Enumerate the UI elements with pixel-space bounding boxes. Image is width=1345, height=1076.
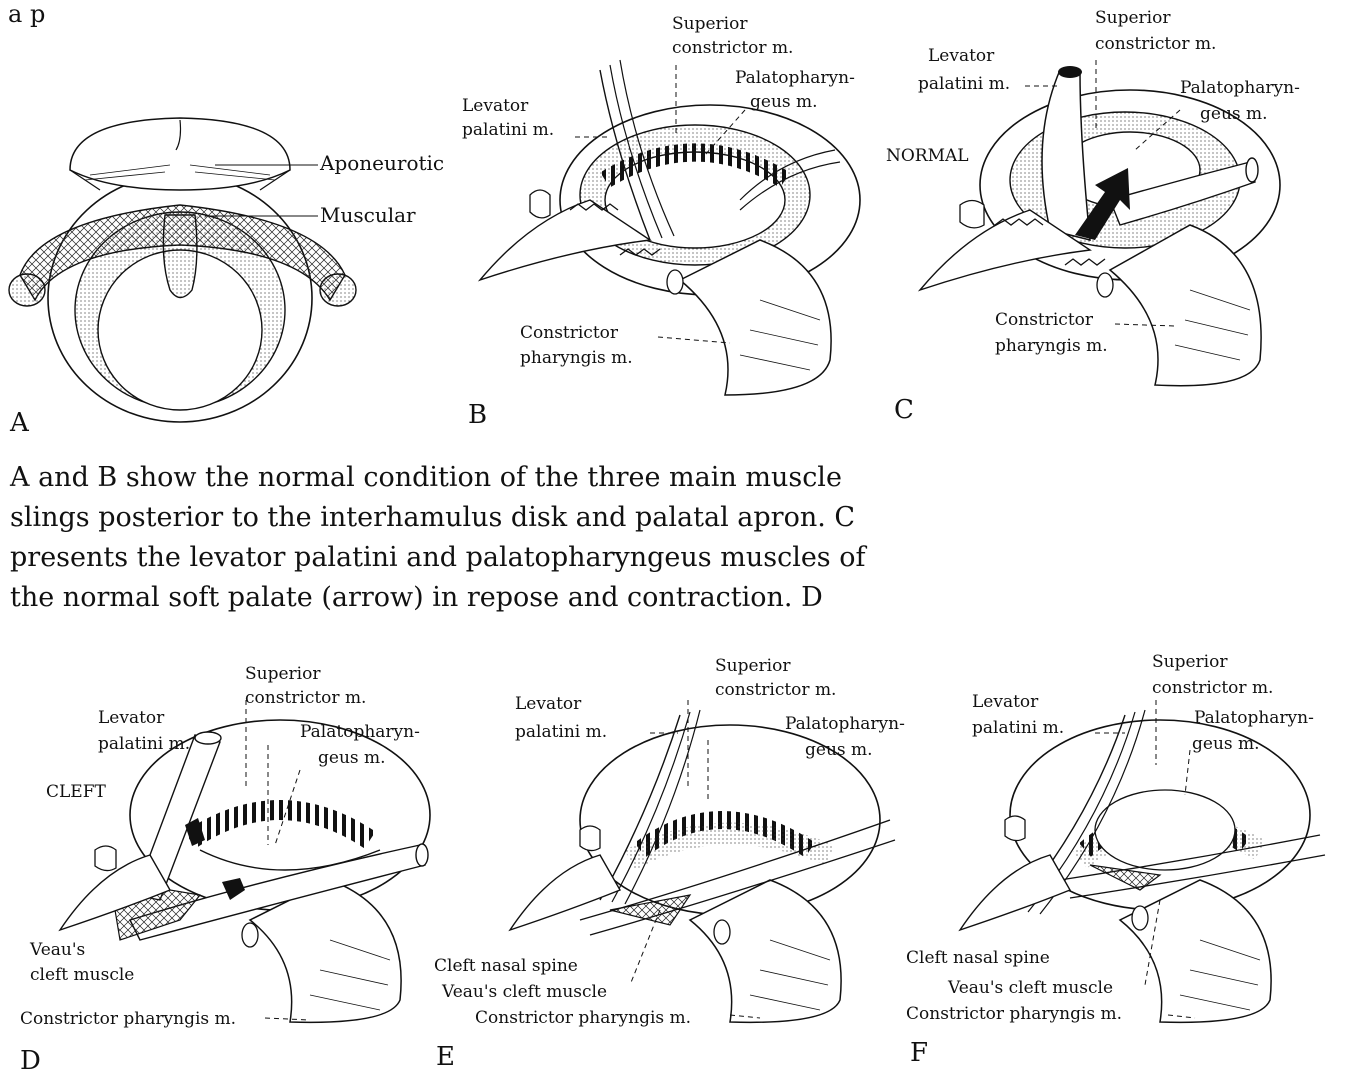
panel-b-drawing (440, 0, 880, 440)
label-pharyngis: pharyngis m. (520, 348, 633, 368)
panel-c-drawing (880, 0, 1340, 440)
figure-panel-f: Superior constrictor m. Levator palatini… (900, 650, 1345, 1076)
label-cleft-nasal-spine: Cleft nasal spine (434, 956, 578, 976)
label-geus: geus m. (805, 740, 873, 760)
label-levator: Levator (98, 708, 164, 728)
label-veaus-cleft-muscle: Veau's cleft muscle (442, 982, 607, 1002)
label-palatini: palatini m. (515, 722, 607, 742)
label-constrictor-lower: Constrictor (995, 310, 1093, 330)
panel-tag-f: F (910, 1038, 928, 1068)
label-constrictor-lower: Constrictor (520, 323, 618, 343)
label-constrictor-pharyngis: Constrictor pharyngis m. (475, 1008, 691, 1028)
label-palatopharyn: Palatopharyn- (785, 714, 905, 734)
label-cleft-muscle: cleft muscle (30, 965, 134, 985)
label-aponeurotic: Aponeurotic (320, 153, 444, 173)
label-superior: Superior (1095, 8, 1170, 28)
label-veaus-cleft-muscle: Veau's cleft muscle (948, 978, 1113, 998)
caption-line: the normal soft palate (arrow) in repose… (10, 578, 910, 618)
label-palatini: palatini m. (462, 120, 554, 140)
label-palatini: palatini m. (918, 74, 1010, 94)
caption-line: presents the levator palatini and palato… (10, 538, 910, 578)
label-constrictor: constrictor m. (1152, 678, 1273, 698)
figure-panel-e: Superior constrictor m. Levator palatini… (430, 650, 900, 1076)
label-geus: geus m. (750, 92, 818, 112)
label-cleft-nasal-spine: Cleft nasal spine (906, 948, 1050, 968)
label-levator: Levator (928, 46, 994, 66)
figure-panel-b: Superior constrictor m. Levator palatini… (440, 0, 880, 440)
label-superior: Superior (672, 14, 747, 34)
panel-tag-c: C (894, 395, 914, 425)
label-geus: geus m. (318, 748, 386, 768)
label-normal: NORMAL (886, 146, 969, 166)
figure-caption: A and B show the normal condition of the… (10, 458, 910, 618)
panel-tag-b: B (468, 400, 487, 430)
label-cleft: CLEFT (46, 782, 106, 802)
figure-panel-d: Superior constrictor m. Levator palatini… (0, 650, 470, 1076)
label-palatini: palatini m. (98, 734, 190, 754)
label-muscular: Muscular (320, 205, 416, 225)
panel-tag-a: A (10, 408, 29, 438)
label-superior: Superior (245, 664, 320, 684)
label-constrictor-pharyngis: Constrictor pharyngis m. (906, 1004, 1122, 1024)
figure-panel-c: Superior constrictor m. Levator palatini… (880, 0, 1340, 440)
label-levator: Levator (462, 96, 528, 116)
label-levator: Levator (515, 694, 581, 714)
label-geus: geus m. (1192, 734, 1260, 754)
caption-line: slings posterior to the interhamulus dis… (10, 498, 910, 538)
label-palatini: palatini m. (972, 718, 1064, 738)
figure-panel-a: Aponeurotic Muscular A (0, 0, 460, 440)
label-palatopharyn: Palatopharyn- (1194, 708, 1314, 728)
label-palatopharyn: Palatopharyn- (300, 722, 420, 742)
label-palatopharyn: Palatopharyn- (1180, 78, 1300, 98)
label-geus: geus m. (1200, 104, 1268, 124)
label-levator: Levator (972, 692, 1038, 712)
label-constrictor: constrictor m. (672, 38, 793, 58)
label-constrictor: constrictor m. (715, 680, 836, 700)
label-pharyngis: pharyngis m. (995, 336, 1108, 356)
caption-line: A and B show the normal condition of the… (10, 458, 910, 498)
label-palatopharyn: Palatopharyn- (735, 68, 855, 88)
label-superior: Superior (1152, 652, 1227, 672)
panel-tag-e: E (436, 1042, 455, 1072)
label-constrictor: constrictor m. (1095, 34, 1216, 54)
label-superior: Superior (715, 656, 790, 676)
label-constrictor: constrictor m. (245, 688, 366, 708)
panel-tag-d: D (20, 1046, 41, 1076)
label-veaus: Veau's (30, 940, 85, 960)
label-constrictor-pharyngis: Constrictor pharyngis m. (20, 1009, 236, 1029)
